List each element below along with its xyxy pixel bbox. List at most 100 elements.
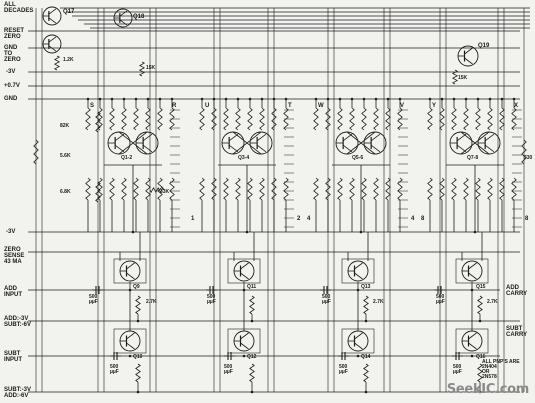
junction-dot <box>478 319 482 323</box>
decade-3-cross-coupling <box>346 131 376 155</box>
label-out-r: R <box>172 103 177 109</box>
resistor-15k-top <box>138 61 146 77</box>
decade-1-transistor-b-collector <box>142 133 153 142</box>
decade-1-collector-resistor <box>85 107 91 131</box>
label-cap-500-4: 500 µµF <box>436 294 445 305</box>
label-gnd: GND <box>4 96 18 102</box>
decade-1-subt-gate-box <box>113 328 147 354</box>
junction-dot <box>86 97 90 101</box>
label-r-330: 330 <box>524 155 533 161</box>
decade-3-collector-resistor <box>349 107 355 131</box>
label-all-decades: ALL DECADES <box>4 2 34 14</box>
decade-1-add-gate-transistor-collector <box>126 262 135 270</box>
label-out-4a: 4 <box>307 216 311 222</box>
decade-1-collector-resistor <box>97 107 103 131</box>
resistor-1-2k <box>53 55 61 71</box>
junction-dot <box>338 97 342 101</box>
junction-dot <box>478 390 482 394</box>
decade-3-transistor-a-collector <box>342 133 353 142</box>
junction-dot <box>146 97 150 101</box>
label-r-33k: 33K <box>160 189 170 195</box>
junction-dot <box>134 97 138 101</box>
decade-4-base-resistor <box>451 177 457 201</box>
junction-dot <box>452 97 456 101</box>
decade-3-subt-resistor <box>363 363 369 383</box>
label-add-carry: ADD CARRY <box>506 285 528 297</box>
decade-1-collector-resistor <box>109 107 115 131</box>
junction-dot <box>200 97 204 101</box>
decade-3-add-gate-transistor-emitter <box>354 272 363 280</box>
label-r-68k: 6.8K <box>60 189 71 195</box>
decade-2-transistor-b-collector <box>256 133 267 142</box>
label-subt-carry: SUBT CARRY <box>506 326 528 338</box>
decade-3-collector-resistor <box>313 107 319 131</box>
decade-1-transistor-a-emitter <box>114 144 125 153</box>
junction-dot <box>250 390 254 394</box>
decade-1-subt-gate-transistor-emitter <box>126 342 135 350</box>
decade-4-transistor-b-collector <box>484 133 495 142</box>
decade-1-base-resistor <box>97 177 103 201</box>
label-out-2: 2 <box>297 216 301 222</box>
decade-2-cross-coupling <box>232 131 262 155</box>
junction-dot <box>122 97 126 101</box>
decade-2-base-resistor <box>271 177 277 201</box>
label-cap-500-5: 500 µµF <box>110 364 119 375</box>
decade-4-transistor-a-collector <box>456 133 467 142</box>
watermark: SeekIC.com <box>446 382 529 397</box>
decade-2-transistor-a-collector <box>228 133 239 142</box>
junction-dot <box>136 390 140 394</box>
label-q11: Q11 <box>247 284 257 290</box>
decade-1-collector-resistor <box>145 107 151 131</box>
label-q15: Q15 <box>476 284 486 290</box>
resistor-left-bias <box>33 139 39 165</box>
decade-1-base-resistor <box>157 177 163 201</box>
decade-3-base-resistor <box>325 177 331 201</box>
decade-3-add-gate-box <box>341 258 375 284</box>
junction-dot <box>359 230 363 234</box>
decade-1-add-gate-transistor-emitter <box>126 272 135 280</box>
decade-4-transistor-a-emitter <box>456 144 467 153</box>
decade-1-subt-gate-transistor-collector <box>126 332 135 340</box>
junction-dot <box>236 97 240 101</box>
decade-4-add-resistor <box>477 295 483 315</box>
label-out-v: V <box>400 103 405 109</box>
label-q18: Q18 <box>133 14 145 20</box>
decade-2-base-resistor <box>283 177 289 201</box>
junction-dot <box>128 354 132 358</box>
decade-4-base-resistor <box>427 177 433 201</box>
junction-dot <box>362 97 366 101</box>
decade-2-collector-resistor <box>259 107 265 131</box>
decade-2-transistor-b-emitter <box>256 144 267 153</box>
decade-2-base-resistor <box>259 177 265 201</box>
decade-2-base-resistor <box>223 177 229 201</box>
decade-2-base-resistor <box>211 177 217 201</box>
decade-3-transistor-a-emitter <box>342 144 353 153</box>
decade-1-subt-resistor <box>135 363 141 383</box>
decade-4-add-gate-transistor-emitter <box>468 272 477 280</box>
decade-4-collector-resistor <box>487 107 493 131</box>
decade-3-transistor-b-collector <box>370 133 381 142</box>
resistor-330 <box>521 139 527 165</box>
decade-1-collector-resistor <box>133 107 139 131</box>
transistor-q17b-collector <box>48 36 57 43</box>
junction-dot <box>260 97 264 101</box>
decade-3-base-resistor <box>385 177 391 201</box>
decade-4-collector-resistor <box>439 107 445 131</box>
junction-dot <box>488 97 492 101</box>
transistor-q19-emitter <box>464 57 473 65</box>
label-r-82k: 82K <box>60 123 70 129</box>
decade-4-subt-gate-transistor-collector <box>468 332 477 340</box>
decade-4-base-resistor <box>475 177 481 201</box>
decade-3-base-resistor <box>349 177 355 201</box>
label-q13: Q13 <box>361 284 371 290</box>
junction-dot <box>245 230 249 234</box>
decade-3-subt-gate-box <box>341 328 375 354</box>
decade-2-subt-gate-transistor-emitter <box>240 342 249 350</box>
decade-4-add-gate-box <box>455 258 489 284</box>
label-q14: Q14 <box>361 354 371 360</box>
decade-1-base-resistor <box>133 177 139 201</box>
decade-1-add-gate-box <box>113 258 147 284</box>
junction-dot <box>128 288 132 292</box>
junction-dot <box>374 97 378 101</box>
decade-3-add-resistor <box>363 295 369 315</box>
